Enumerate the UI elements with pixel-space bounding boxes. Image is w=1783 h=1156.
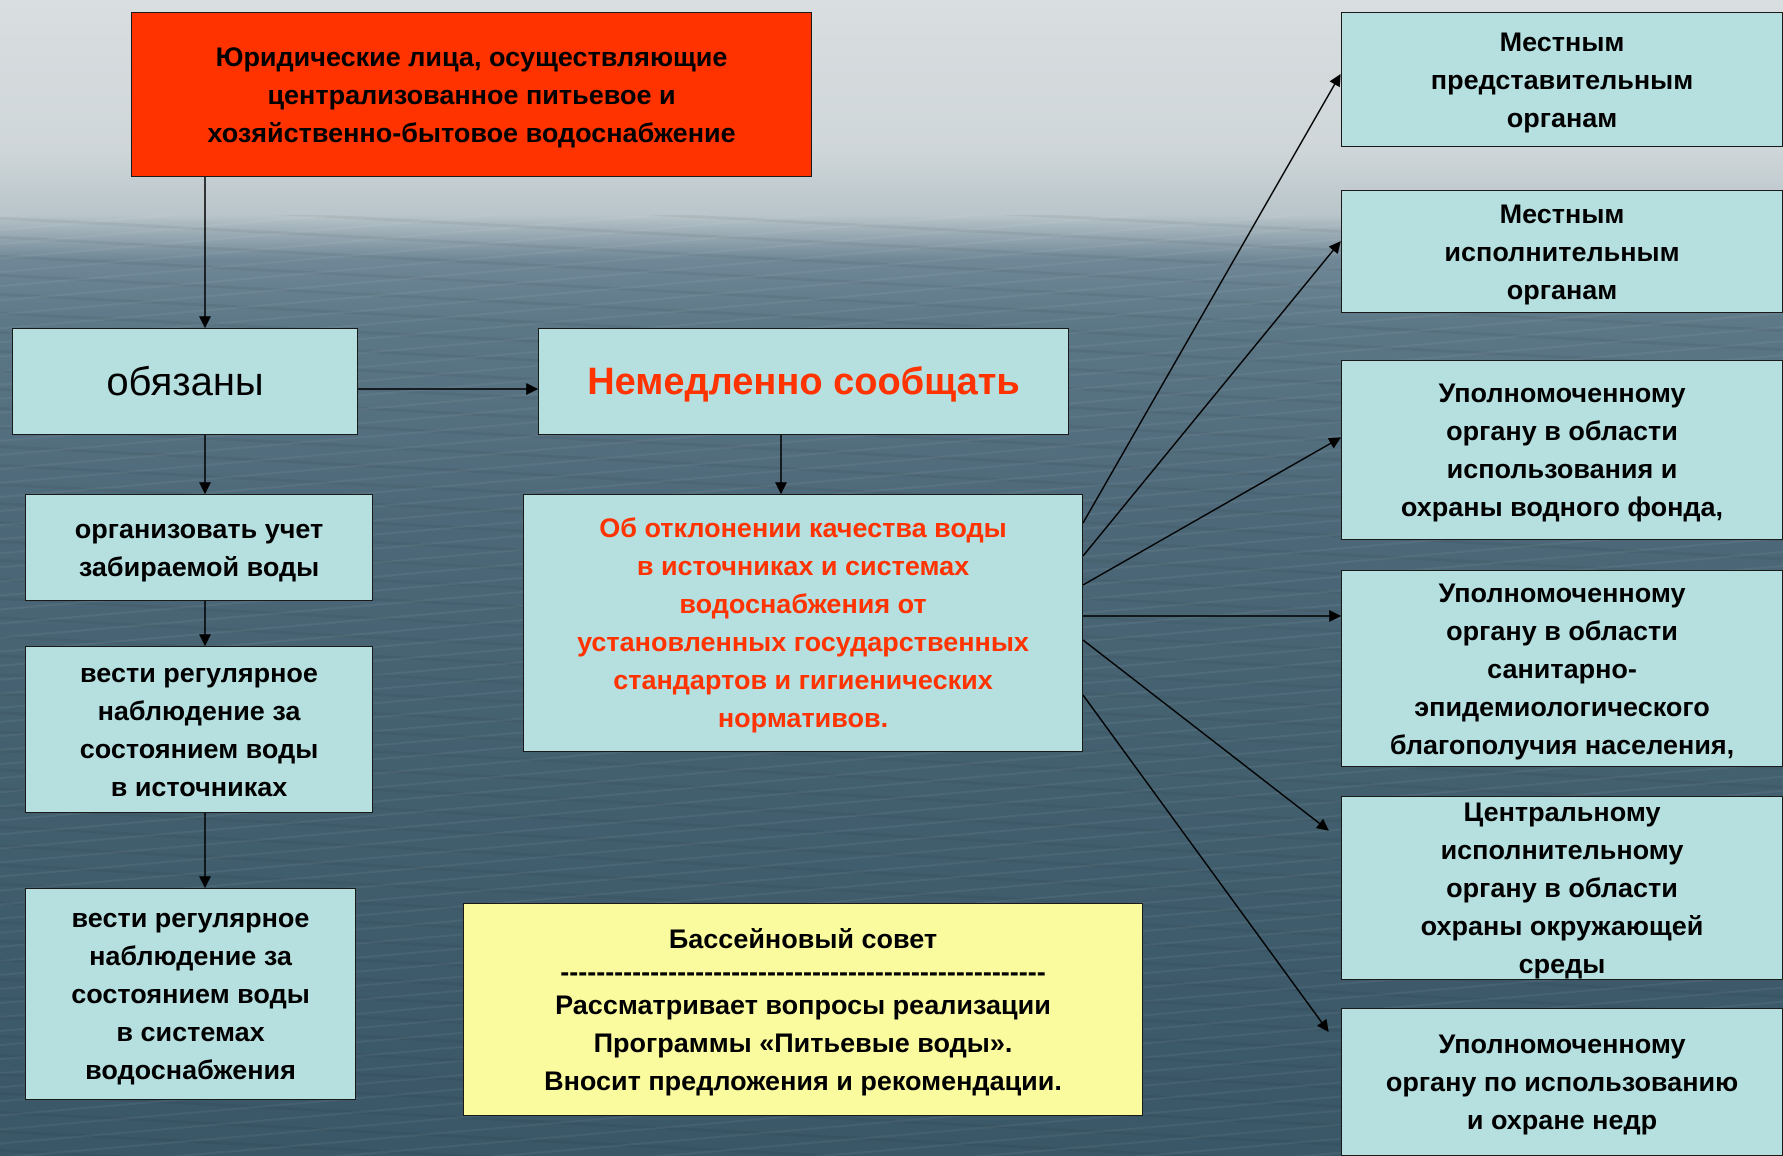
basin-council-body: Рассматривает вопросы реализации Програм… xyxy=(544,989,1062,1096)
deviation-text: Об отклонении качества воды в источниках… xyxy=(577,513,1029,733)
recipient-subsoil: Уполномоченному органу по использованию … xyxy=(1341,1008,1783,1156)
recipient-environment: Центральному исполнительному органу в об… xyxy=(1341,796,1783,980)
report-text: Немедленно сообщать xyxy=(587,360,1020,403)
duty-account-text: организовать учет забираемой воды xyxy=(74,513,324,582)
recipient-3-text: Уполномоченному органу в области использ… xyxy=(1400,378,1724,522)
arrow-to-recipient-6 xyxy=(1082,694,1329,1032)
recipient-water-fund: Уполномоченному органу в области использ… xyxy=(1341,360,1783,540)
legal-entities-text: Юридические лица, осуществляющие централ… xyxy=(207,41,736,148)
recipient-4-text: Уполномоченному органу в области санитар… xyxy=(1389,577,1735,760)
recipient-local-executive: Местным исполнительным органам xyxy=(1341,190,1783,313)
legal-entities-box: Юридические лица, осуществляющие централ… xyxy=(131,12,812,177)
report-box: Немедленно сообщать xyxy=(538,328,1069,435)
recipient-local-representative: Местным представительным органам xyxy=(1341,12,1783,147)
duty-account-box: организовать учет забираемой воды xyxy=(25,494,373,601)
duty-sources-box: вести регулярное наблюдение за состояние… xyxy=(25,646,373,813)
recipient-1-text: Местным представительным органам xyxy=(1430,26,1694,133)
recipient-6-text: Уполномоченному органу по использованию … xyxy=(1385,1029,1739,1135)
basin-council-divider: ----------------------------------------… xyxy=(560,956,1046,987)
duty-systems-box: вести регулярное наблюдение за состояние… xyxy=(25,888,356,1100)
duty-systems-text: вести регулярное наблюдение за состояние… xyxy=(71,903,310,1085)
duty-sources-text: вести регулярное наблюдение за состояние… xyxy=(79,657,319,802)
basin-council-title: Бассейновый совет xyxy=(668,923,938,954)
arrow-to-recipient-2 xyxy=(1082,241,1341,557)
obliged-box: обязаны xyxy=(12,328,358,435)
basin-council-box: Бассейновый совет ----------------------… xyxy=(463,903,1143,1116)
recipient-sanitary: Уполномоченному органу в области санитар… xyxy=(1341,570,1783,767)
arrow-to-recipient-3 xyxy=(1082,437,1342,586)
recipient-5-text: Центральному исполнительному органу в об… xyxy=(1420,797,1704,979)
deviation-box: Об отклонении качества воды в источниках… xyxy=(523,494,1083,752)
recipient-2-text: Местным исполнительным органам xyxy=(1444,198,1680,305)
arrow-to-recipient-1 xyxy=(1082,73,1341,524)
obliged-text: обязаны xyxy=(106,359,264,404)
arrow-to-recipient-5 xyxy=(1082,639,1329,831)
